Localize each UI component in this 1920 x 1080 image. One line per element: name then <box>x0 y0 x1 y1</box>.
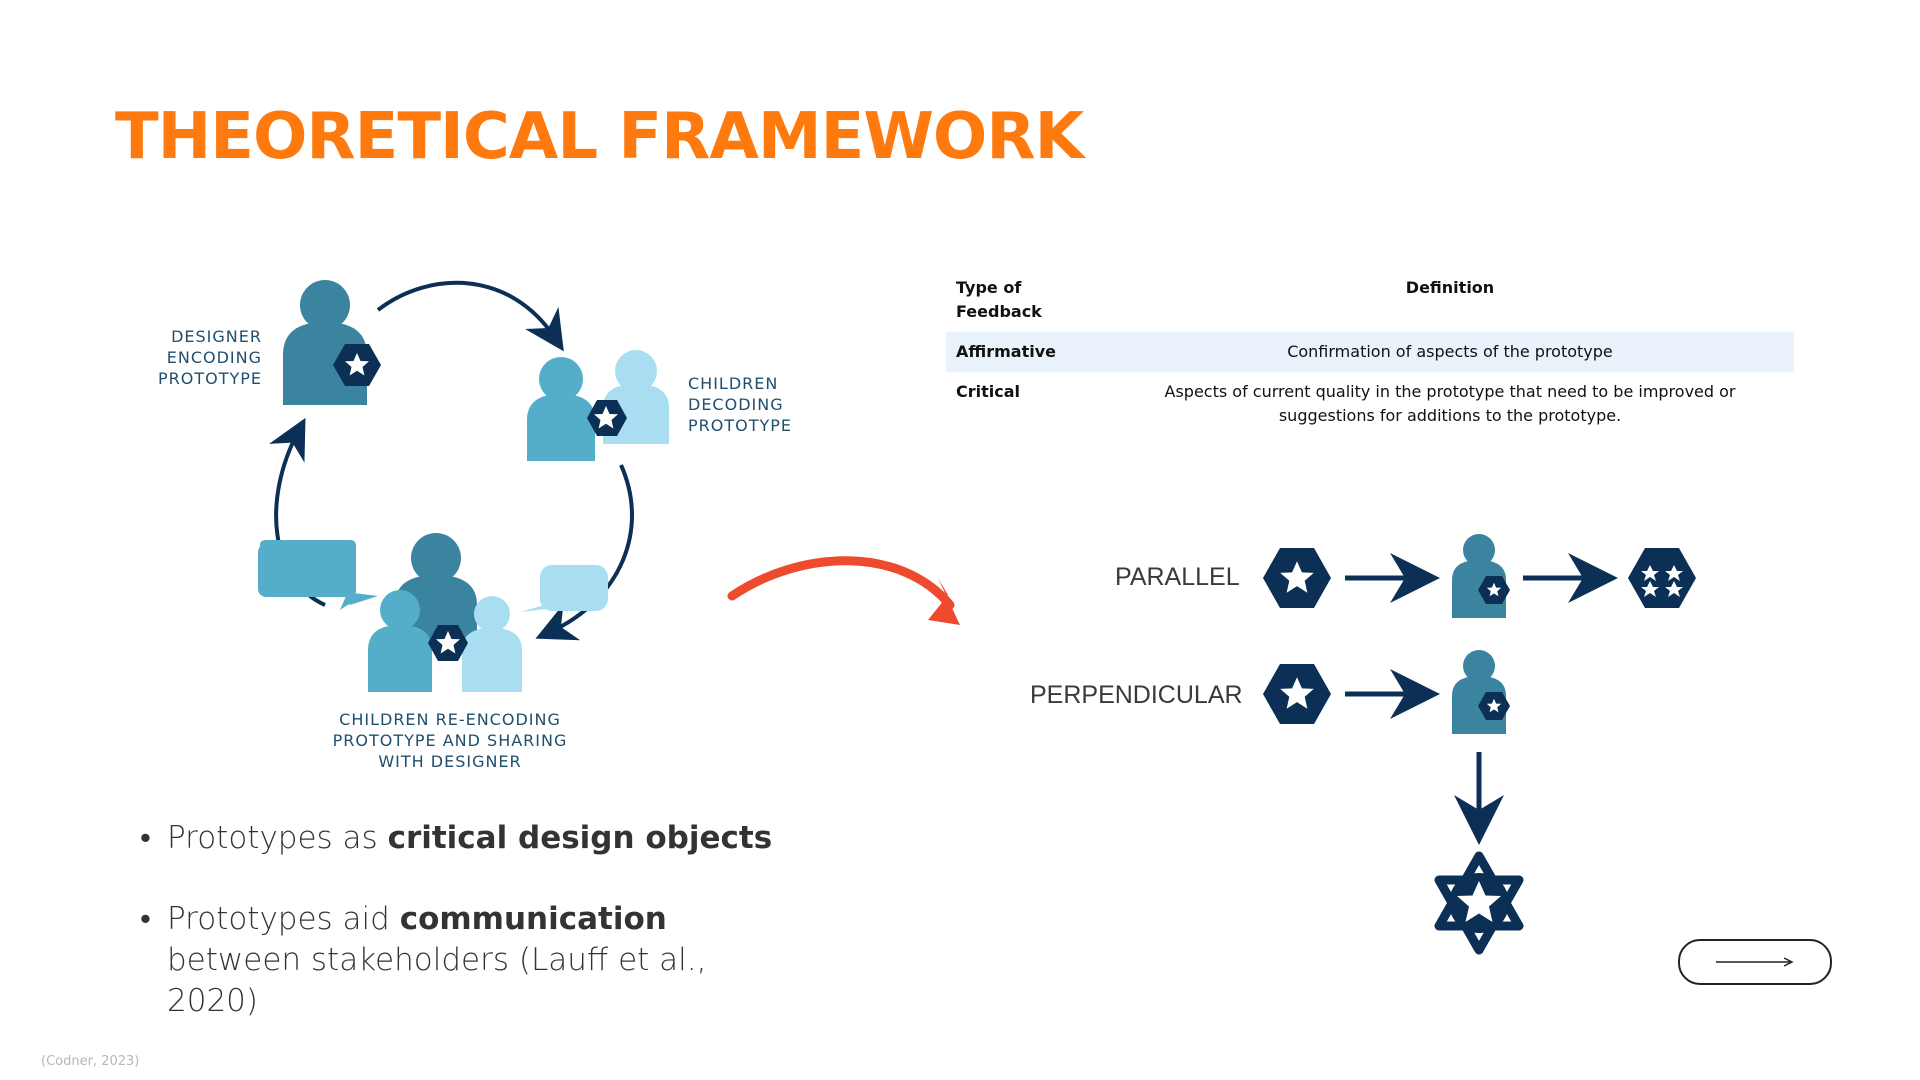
header-definition: Definition <box>1405 278 1495 297</box>
red-transition-arrow <box>727 556 955 610</box>
designer-person-icon <box>283 280 381 405</box>
bullet-text: between stakeholders (Lauff et al., 2020… <box>167 942 707 1019</box>
row-type: Critical <box>956 382 1021 401</box>
bullet-bold: communication <box>399 901 667 937</box>
table-header-row: Type of Feedback Definition <box>946 268 1794 332</box>
row-definition: Aspects of current quality in the protot… <box>1164 382 1736 425</box>
bullet-item: Prototypes as critical design objects <box>140 818 807 859</box>
bullet-text: Prototypes aid <box>167 901 400 937</box>
row-type: Affirmative <box>956 342 1056 361</box>
designer-encoding-label: DESIGNER ENCODING PROTOTYPE <box>157 327 262 388</box>
perpendicular-label: PERPENDICULAR <box>1030 681 1243 709</box>
person-icon <box>1452 534 1510 618</box>
row-definition: Confirmation of aspects of the prototype <box>1287 342 1613 361</box>
star-of-david-icon <box>1434 851 1524 955</box>
bullet-text: Prototypes as <box>167 820 388 856</box>
bullet-bold: critical design objects <box>387 820 773 856</box>
next-button[interactable] <box>1678 939 1832 985</box>
children-decoding-label: CHILDREN DECODING PROTOTYPE <box>688 374 793 435</box>
citation: (Codner, 2023) <box>41 1054 140 1069</box>
person-icon <box>1452 650 1510 734</box>
table-row: Critical Aspects of current quality in t… <box>946 372 1794 436</box>
children-decoding-icon <box>527 350 669 461</box>
perpendicular-row <box>1263 650 1524 955</box>
cycle-arrow-top <box>376 280 564 352</box>
slide-title: THEORETICAL FRAMEWORK <box>115 100 1084 174</box>
header-type: Type of Feedback <box>956 278 1042 321</box>
feedback-table: Type of Feedback Definition Affirmative … <box>946 268 1794 436</box>
children-reencoding-icon <box>258 533 608 692</box>
bullet-list: Prototypes as critical design objects Pr… <box>140 818 807 1062</box>
children-reencoding-label: CHILDREN RE-ENCODING PROTOTYPE AND SHARI… <box>332 710 568 771</box>
hexagon-multi-star-icon <box>1628 548 1696 608</box>
arrow-right-icon <box>1716 957 1794 967</box>
cycle-arrow-right <box>535 464 634 641</box>
bullet-item: Prototypes aid communication between sta… <box>140 899 807 1022</box>
parallel-label: PARALLEL <box>1115 563 1240 591</box>
table-row: Affirmative Confirmation of aspects of t… <box>946 332 1794 372</box>
parallel-row <box>1263 534 1696 618</box>
